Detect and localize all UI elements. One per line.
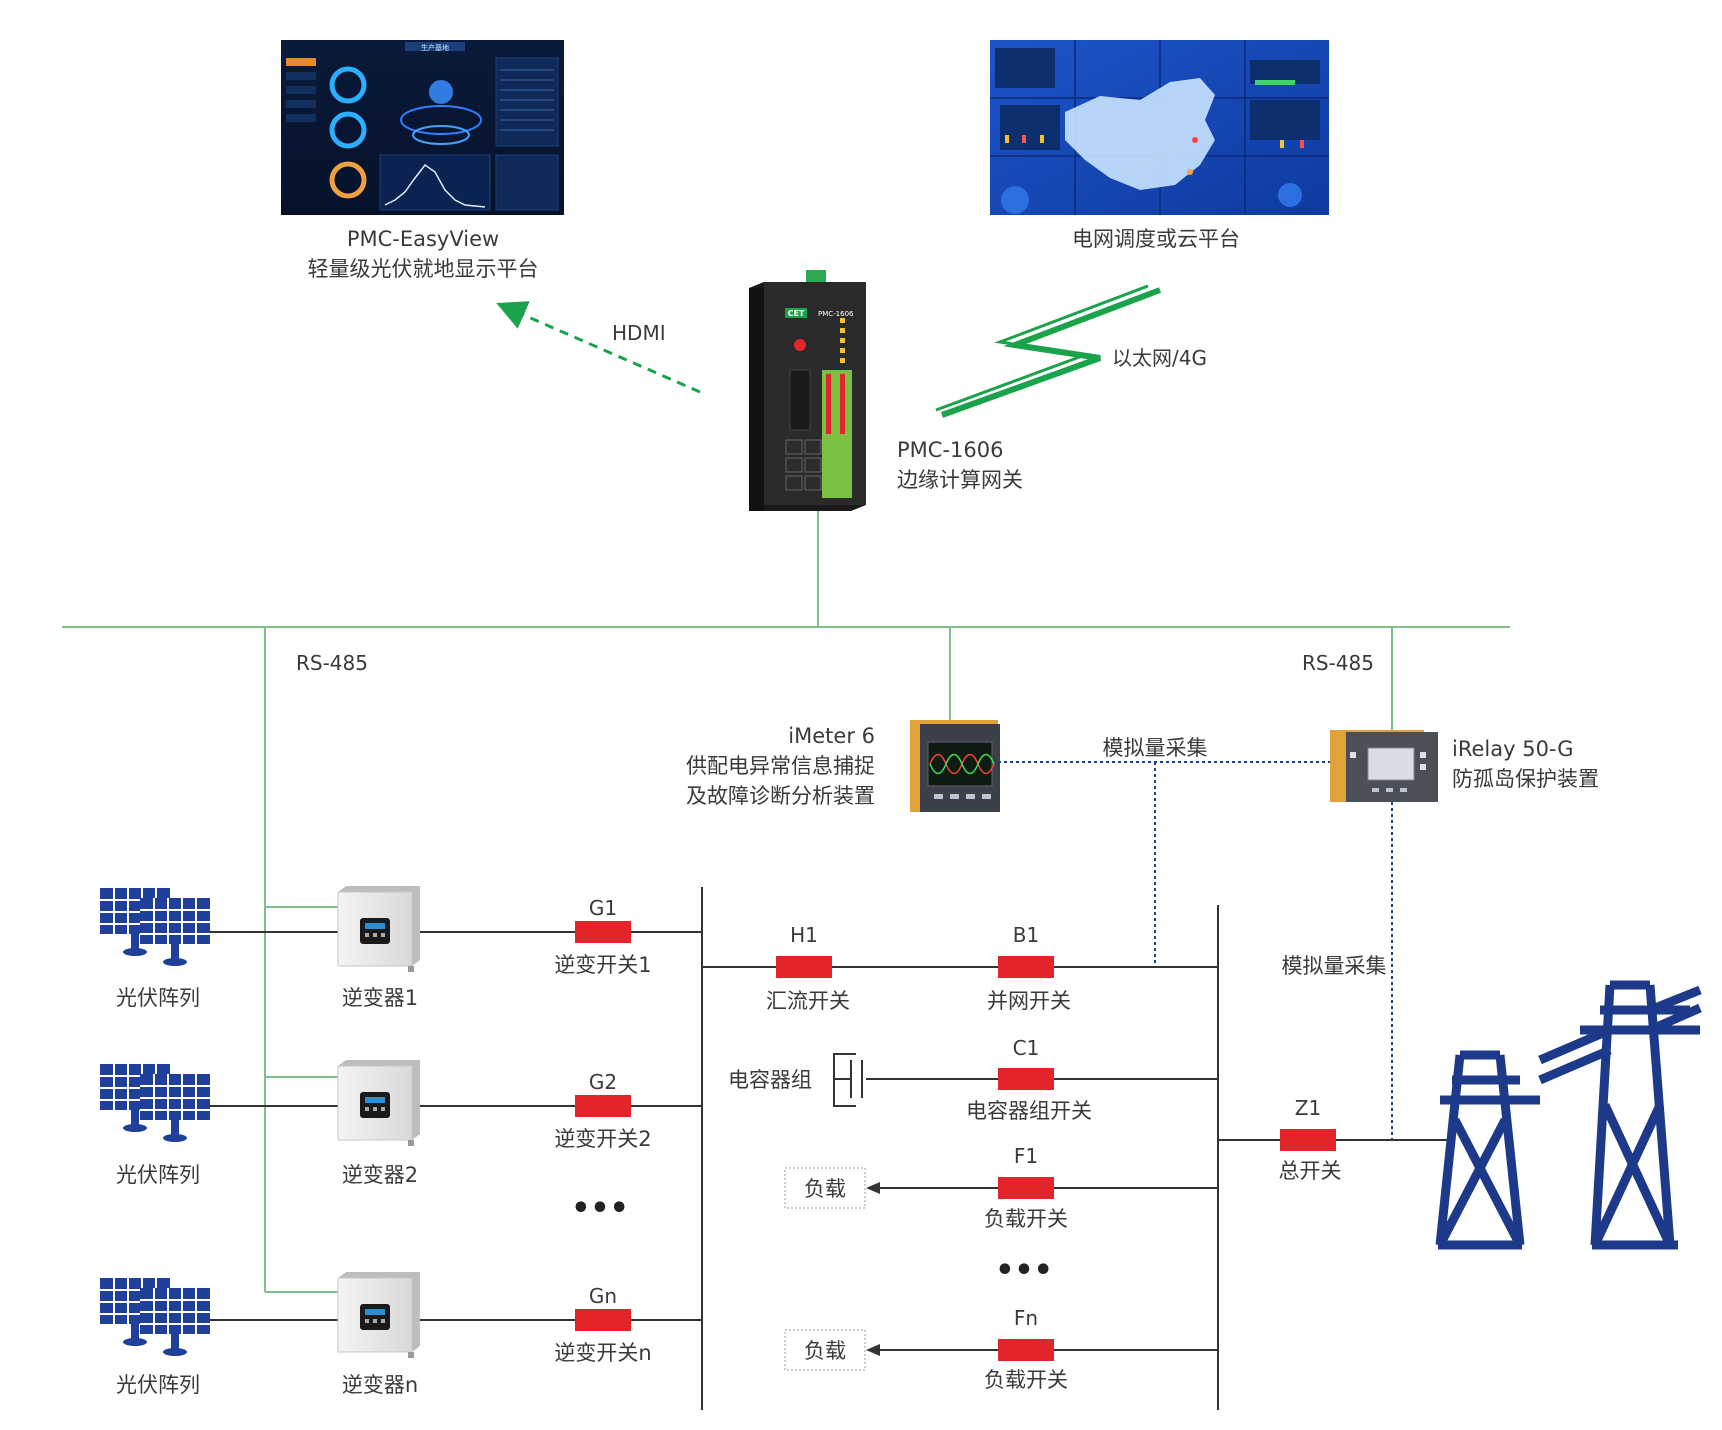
switch-g1-name: 逆变开关1 bbox=[554, 953, 651, 977]
capacitor-icon bbox=[833, 1053, 863, 1107]
easyview-screen: 生产基地 bbox=[281, 40, 564, 215]
solar-array-1b-icon bbox=[139, 897, 211, 967]
cloud-platform-wall bbox=[990, 40, 1329, 215]
inverter-label-n: 逆变器n bbox=[342, 1373, 418, 1397]
gateway-model-plate: PMC-1606 bbox=[818, 310, 854, 318]
switch-g2 bbox=[575, 1095, 631, 1117]
switch-z1-id: Z1 bbox=[1295, 1096, 1321, 1120]
load-arrow-n-icon bbox=[866, 1344, 880, 1356]
transmission-tower-icon bbox=[1435, 980, 1702, 1250]
load-box-n bbox=[784, 1329, 866, 1371]
switch-fn-name: 负载开关 bbox=[984, 1368, 1068, 1392]
load-label-n: 负载 bbox=[804, 1339, 846, 1363]
switch-g1-id: G1 bbox=[589, 896, 617, 920]
irelay-name: iRelay 50-G bbox=[1452, 737, 1574, 761]
switch-h1 bbox=[776, 956, 832, 978]
hdmi-label: HDMI bbox=[612, 321, 666, 345]
inverter-1-icon bbox=[337, 885, 421, 973]
solar-array-2b-icon bbox=[139, 1073, 211, 1143]
rs485-left-label: RS-485 bbox=[296, 651, 368, 675]
switch-gn-id: Gn bbox=[589, 1284, 617, 1308]
hdmi-arrow bbox=[496, 301, 701, 394]
switch-f1-name: 负载开关 bbox=[984, 1207, 1068, 1231]
imeter-name: iMeter 6 bbox=[788, 724, 875, 748]
analog-label-right: 模拟量采集 bbox=[1282, 954, 1387, 978]
switch-g1 bbox=[575, 921, 631, 943]
switch-f1 bbox=[998, 1177, 1054, 1199]
gateway-desc: 边缘计算网关 bbox=[897, 468, 1023, 492]
analog-links bbox=[998, 761, 1393, 1140]
load-label-1: 负载 bbox=[804, 1177, 846, 1201]
gateway-brand: CET bbox=[788, 309, 805, 318]
inverter-label-1: 逆变器1 bbox=[342, 986, 418, 1010]
ellipsis-load: ••• bbox=[995, 1253, 1053, 1288]
switch-z1 bbox=[1280, 1129, 1336, 1151]
cloud-platform-desc: 电网调度或云平台 bbox=[1072, 227, 1240, 251]
rs485-right-label: RS-485 bbox=[1302, 651, 1374, 675]
pv-array-label-n: 光伏阵列 bbox=[116, 1373, 200, 1397]
switch-g2-name: 逆变开关2 bbox=[554, 1127, 651, 1151]
switch-b1-name: 并网开关 bbox=[987, 989, 1071, 1013]
switch-h1-id: H1 bbox=[790, 923, 818, 947]
irelay-desc: 防孤岛保护装置 bbox=[1452, 767, 1599, 791]
irelay-device bbox=[1330, 730, 1438, 802]
switch-gn bbox=[575, 1309, 631, 1331]
solar-array-nb-icon bbox=[139, 1287, 211, 1357]
ellipsis-pv: ••• bbox=[571, 1191, 629, 1226]
switch-g2-id: G2 bbox=[589, 1070, 617, 1094]
switch-c1-name: 电容器组开关 bbox=[966, 1099, 1092, 1123]
gateway-name: PMC-1606 bbox=[897, 438, 1003, 462]
inverter-2-icon bbox=[337, 1059, 421, 1147]
pv-array-label-2: 光伏阵列 bbox=[116, 1163, 200, 1187]
load-box-1 bbox=[784, 1167, 866, 1209]
switch-h1-name: 汇流开关 bbox=[766, 989, 850, 1013]
switch-c1-id: C1 bbox=[1013, 1036, 1040, 1060]
switch-f1-id: F1 bbox=[1014, 1144, 1038, 1168]
wireless-label: 以太网/4G bbox=[1112, 346, 1207, 370]
pv-array-label-1: 光伏阵列 bbox=[116, 986, 200, 1010]
easyview-screen-title: 生产基地 bbox=[421, 43, 449, 52]
switch-gn-name: 逆变开关n bbox=[554, 1341, 651, 1365]
switch-z1-name: 总开关 bbox=[1279, 1159, 1342, 1183]
switch-fn bbox=[998, 1339, 1054, 1361]
inverter-label-2: 逆变器2 bbox=[342, 1163, 418, 1187]
easyview-name: PMC-EasyView bbox=[347, 227, 499, 251]
inverter-n-icon bbox=[337, 1271, 421, 1359]
imeter-desc-2: 及故障诊断分析装置 bbox=[686, 784, 875, 808]
switch-b1-id: B1 bbox=[1013, 923, 1039, 947]
gateway-device: CET PMC-1606 bbox=[749, 270, 866, 511]
switch-c1 bbox=[998, 1068, 1054, 1090]
switch-b1 bbox=[998, 956, 1054, 978]
switch-fn-id: Fn bbox=[1014, 1306, 1038, 1330]
easyview-desc: 轻量级光伏就地显示平台 bbox=[308, 257, 539, 281]
load-arrow-1-icon bbox=[866, 1182, 880, 1194]
imeter-device bbox=[910, 720, 1000, 812]
gateway-power-icon bbox=[794, 339, 806, 351]
analog-label-top: 模拟量采集 bbox=[1103, 736, 1208, 760]
rs485-bus bbox=[62, 511, 1510, 1293]
imeter-desc-1: 供配电异常信息捕捉 bbox=[686, 754, 875, 778]
capacitor-label: 电容器组 bbox=[728, 1068, 812, 1092]
